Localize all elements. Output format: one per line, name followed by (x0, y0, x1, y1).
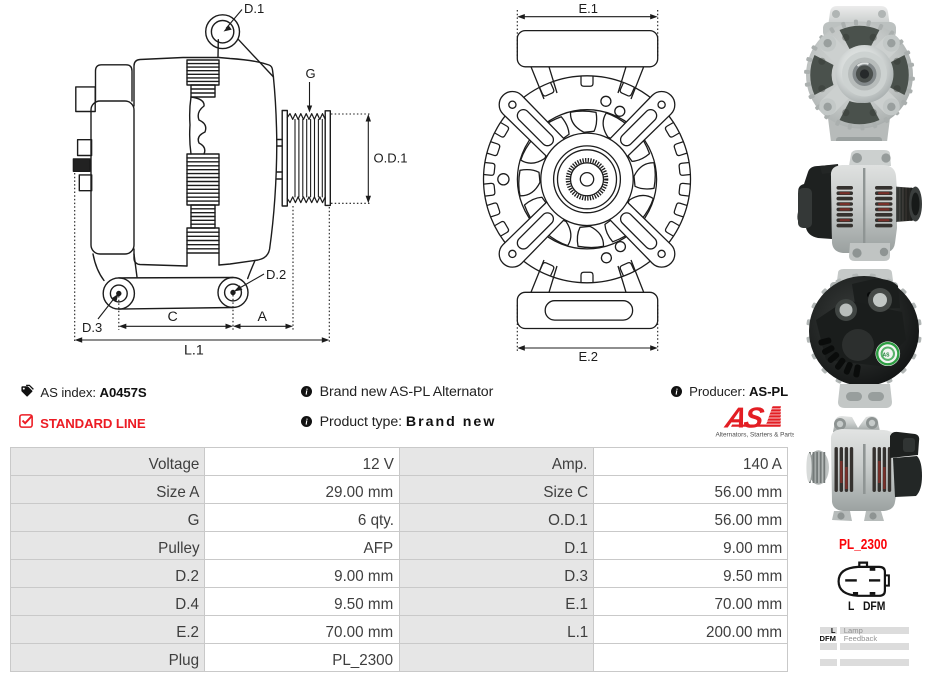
svg-text:i: i (305, 387, 308, 396)
svg-text:D.2: D.2 (266, 267, 286, 282)
svg-text:O.D.1: O.D.1 (374, 151, 408, 166)
svg-text:D.3: D.3 (82, 320, 102, 335)
svg-text:Alternators, Starters & Parts: Alternators, Starters & Parts (716, 432, 795, 439)
svg-text:A: A (258, 309, 268, 325)
svg-text:AS: AS (722, 403, 767, 434)
svg-text:AS: AS (883, 353, 891, 359)
svg-text:i: i (305, 417, 308, 426)
svg-text:G: G (306, 66, 316, 81)
svg-text:E.1: E.1 (579, 1, 599, 16)
svg-text:C: C (168, 309, 178, 325)
svg-text:E.2: E.2 (579, 349, 599, 364)
svg-text:L.1: L.1 (184, 343, 204, 359)
svg-text:i: i (675, 387, 678, 396)
svg-text:D.1: D.1 (244, 1, 264, 16)
